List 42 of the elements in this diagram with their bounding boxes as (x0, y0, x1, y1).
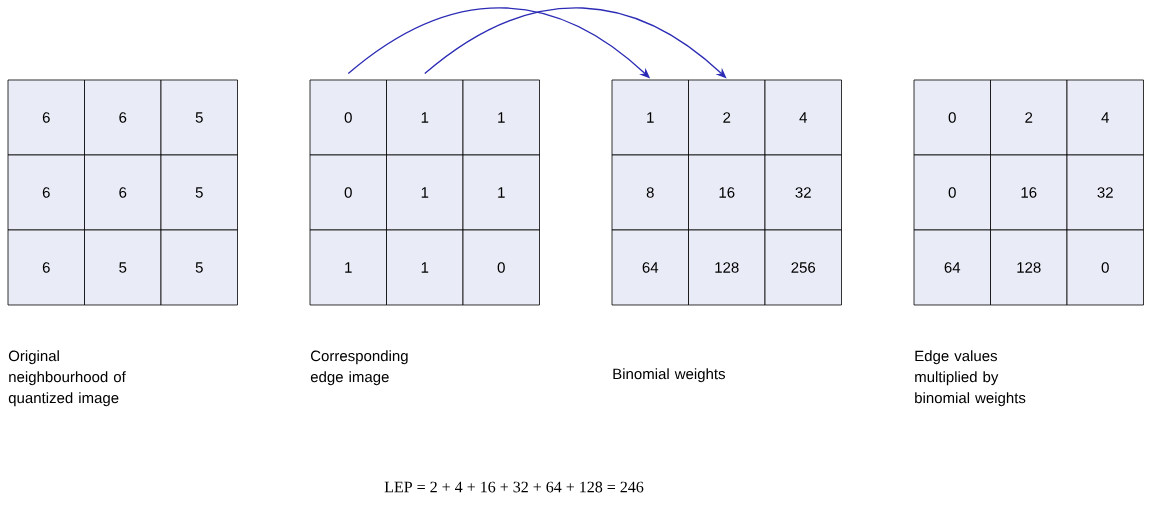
grid-cell: 4 (764, 79, 842, 156)
caption-text: Binomial weights (613, 368, 725, 383)
grid-cell: 16 (990, 154, 1068, 231)
grid-cell: 5 (84, 229, 162, 306)
curved-arrow (424, 7, 727, 79)
grid-cell: 5 (160, 154, 238, 231)
grid-cell: 0 (913, 79, 991, 156)
grid-cell: 2 (990, 79, 1068, 156)
grid-cell: 128 (990, 229, 1068, 306)
formula-text: LEP = 2 + 4 + 16 + 32 + 64 + 128 = 246 (384, 481, 644, 493)
grid-cell: 1 (386, 154, 464, 231)
caption-text: Edge values multiplied by binomial weights (915, 350, 1026, 407)
grid-cell: 1 (462, 79, 540, 156)
grid-cell: 6 (7, 229, 85, 306)
grid-cell: 64 (913, 229, 991, 306)
grid-cell: 5 (160, 79, 238, 156)
grid-cell: 1 (462, 154, 540, 231)
grid-cell: 0 (462, 229, 540, 306)
grid-cell: 0 (309, 79, 387, 156)
grid-cell: 6 (84, 154, 162, 231)
grid-cell: 1 (309, 229, 387, 306)
grid-cell: 128 (688, 229, 766, 306)
grid-cell: 1 (611, 79, 689, 156)
grid-cell: 32 (764, 154, 842, 231)
caption-text: Corresponding edge image (310, 350, 408, 386)
grid-cell: 8 (611, 154, 689, 231)
grid-cell: 1 (386, 79, 464, 156)
grid-cell: 0 (1066, 229, 1144, 306)
grid-cell: 64 (611, 229, 689, 306)
grid-cell: 6 (7, 154, 85, 231)
grid-cell: 2 (688, 79, 766, 156)
grid-cell: 1 (386, 229, 464, 306)
grid-cell: 16 (688, 154, 766, 231)
grid-cell: 5 (160, 229, 238, 306)
grid-cell: 256 (764, 229, 842, 306)
grid-cell: 0 (309, 154, 387, 231)
grid-cell: 0 (913, 154, 991, 231)
caption-text: Original neighbourhood of quantized image (8, 350, 126, 407)
grid-cell: 6 (84, 79, 162, 156)
grid-cell: 32 (1066, 154, 1144, 231)
grid-cell: 6 (7, 79, 85, 156)
grid-cell: 4 (1066, 79, 1144, 156)
